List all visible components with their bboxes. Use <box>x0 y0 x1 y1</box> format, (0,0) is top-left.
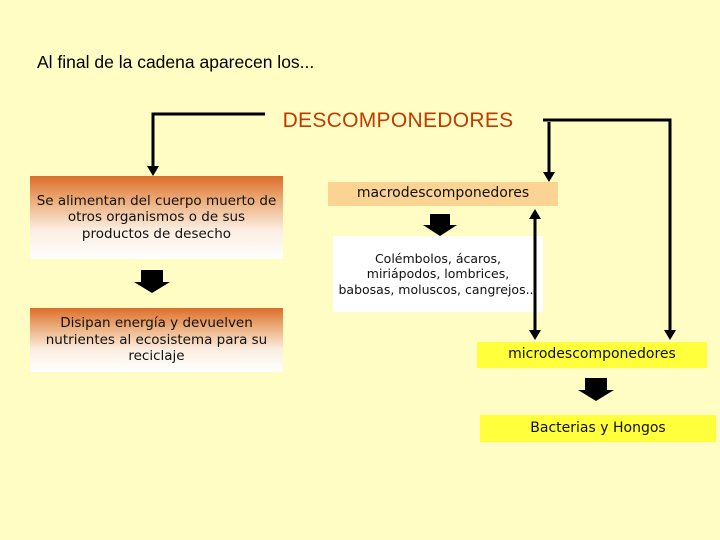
heading-decomposers: DESCOMPONEDORES <box>282 109 514 132</box>
box-role: Disipan energía y devuelven nutrientes a… <box>30 308 283 372</box>
box-feeding: Se alimentan del cuerpo muerto de otros … <box>30 176 283 259</box>
box-microdecomposers: microdescomponedores <box>477 342 707 368</box>
arrowhead-macro <box>543 172 555 182</box>
box-macrodecomposers: macrodescomponedores <box>328 182 558 206</box>
box-micro-examples: Bacterias y Hongos <box>480 415 716 442</box>
block-arrow-macro <box>423 214 457 236</box>
connector-heading-to-feeding <box>151 112 265 170</box>
arrowhead-feeding <box>147 166 159 176</box>
arrowhead-micro-right <box>664 330 676 340</box>
block-arrow-left <box>134 270 170 293</box>
connector-heading-right <box>543 118 672 334</box>
arrowhead-micro-down <box>529 330 541 340</box>
arrowhead-macro-up <box>529 209 541 219</box>
slide-title: Al final de la cadena aparecen los... <box>37 52 315 72</box>
block-arrow-micro <box>578 378 614 401</box>
box-macro-examples: Colémbolos, ácaros, miriápodos, lombrice… <box>333 236 543 312</box>
